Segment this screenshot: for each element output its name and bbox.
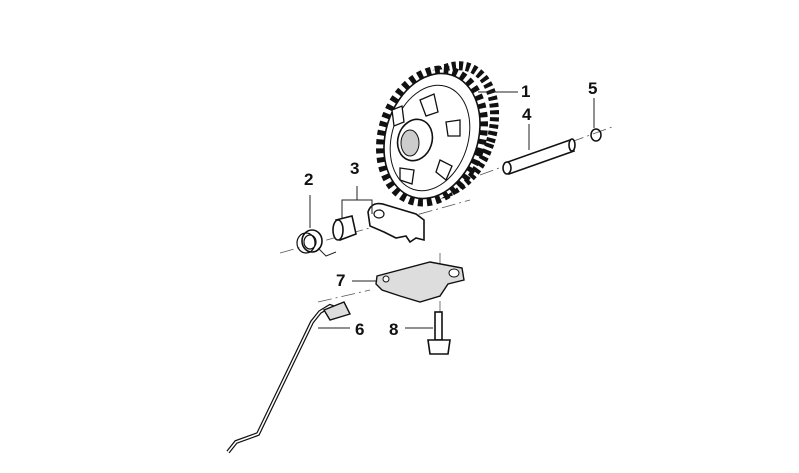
callout-6: 6 [355,320,365,339]
leader-lines [309,91,595,329]
gear-part [376,61,500,207]
callout-1: 1 [521,82,531,101]
callout-2: 2 [304,170,314,189]
ring-part [590,128,602,142]
callout-3: 3 [350,159,360,178]
axis-line [317,289,371,303]
shaft-part [502,138,576,176]
callout-8: 8 [389,320,399,339]
callout-4: 4 [522,105,532,124]
callout-7: 7 [336,271,346,290]
bolt-part [427,311,451,355]
sleeve-part [332,215,357,242]
plate-part [375,261,465,303]
lever-part [367,202,425,244]
rod-part [226,301,351,454]
callout-5: 5 [588,79,598,98]
spring-part [296,229,337,257]
